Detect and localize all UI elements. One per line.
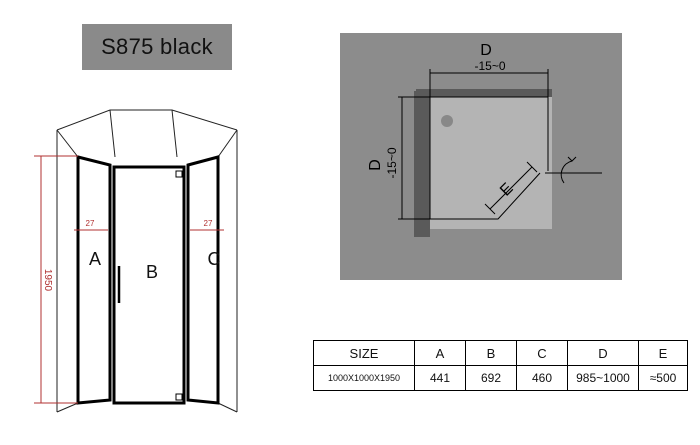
table-cell-e: ≈500: [638, 365, 688, 391]
height-label: 1950: [42, 269, 53, 292]
side-wall-bar: [414, 91, 430, 237]
table-header-row: SIZE A B C D E: [313, 340, 688, 366]
shower-tray: [420, 91, 552, 229]
panel-a-frame: [76, 155, 112, 405]
height-dimension: [34, 155, 78, 404]
product-title: S875 black: [101, 34, 213, 59]
top-wall-bar: [416, 89, 552, 97]
panel-c-label: C: [208, 249, 221, 269]
hinge-bottom: [175, 393, 183, 401]
panel-b-label: B: [146, 262, 158, 282]
table-cell-size: 1000X1000X1950: [313, 365, 415, 391]
door-swing-icon: [545, 156, 602, 184]
table-cell-d: 985~1000: [567, 365, 639, 391]
table-row: 1000X1000X1950 441 692 460 985~1000 ≈500: [313, 365, 688, 391]
drain-icon: [441, 115, 453, 127]
table-cell-a: 441: [414, 365, 466, 391]
side-dimension: [398, 96, 430, 220]
plan-view: D -15~0 D -15~0 E: [340, 33, 622, 280]
top-outline: [56, 109, 238, 131]
hinge-top: [175, 170, 183, 178]
table-header-a: A: [414, 340, 466, 366]
size-table: SIZE A B C D E 1000X1000X1950 441 692 46…: [313, 340, 688, 391]
panel-c-frame: [186, 155, 220, 405]
diag-dimension: [484, 161, 538, 215]
panel-b-door: [112, 165, 186, 405]
table-header-c: C: [516, 340, 568, 366]
table-cell-b: 692: [465, 365, 517, 391]
table-cell-c: 460: [516, 365, 568, 391]
table-header-b: B: [465, 340, 517, 366]
table-header-size: SIZE: [313, 340, 415, 366]
side-dim-letter: D: [367, 159, 384, 171]
side-dim-range: -15~0: [385, 147, 399, 178]
table-header-d: D: [567, 340, 639, 366]
panel-a-label: A: [89, 249, 101, 269]
top-dim-range: -15~0: [474, 59, 505, 73]
front-elevation: 1950 27 27 A B C: [34, 109, 238, 413]
top-dimension: [429, 69, 549, 97]
right-gap-label: 27: [204, 219, 213, 228]
title-banner: S875 black: [82, 24, 232, 70]
left-gap-label: 27: [86, 219, 95, 228]
table-header-e: E: [638, 340, 688, 366]
top-dim-letter: D: [480, 42, 492, 59]
